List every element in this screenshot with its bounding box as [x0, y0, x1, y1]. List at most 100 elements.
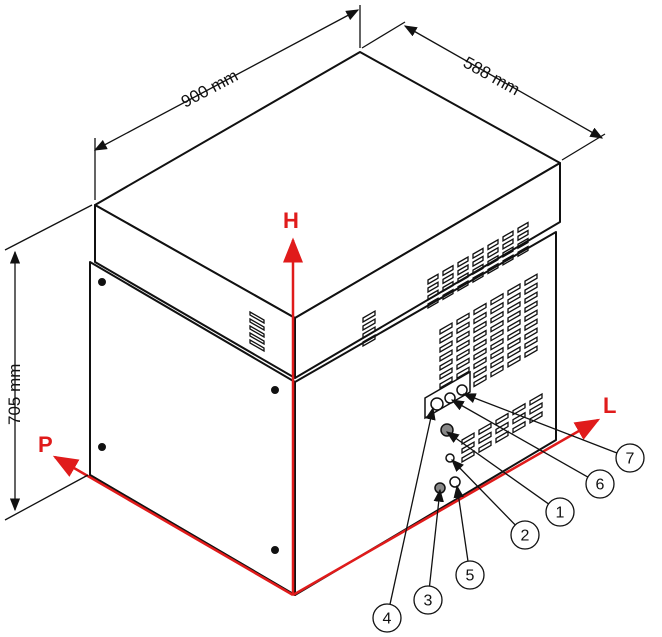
vent-slot: [457, 271, 469, 284]
callout-number: 3: [424, 593, 433, 610]
vent-slot: [249, 338, 265, 353]
vent-slot: [502, 254, 514, 266]
vent-slot: [507, 318, 521, 333]
width-dimension: 900 mm: [178, 66, 241, 112]
callout-6: 6: [450, 399, 615, 499]
leader-line: [389, 406, 436, 605]
vent-slot: [457, 263, 469, 276]
vent-slot: [442, 288, 454, 301]
vent-slot: [473, 311, 487, 325]
callout-number: 4: [383, 611, 392, 628]
vent-slot: [524, 282, 538, 296]
axis-l: [292, 418, 601, 597]
vent-slot: [473, 347, 487, 361]
vent-slot: [490, 301, 504, 315]
vent-slot: [472, 263, 484, 276]
vent-slot: [478, 431, 492, 445]
vent-slot: [362, 317, 376, 332]
callout-circle: [372, 603, 402, 633]
vent-slot: [529, 392, 543, 407]
leader-line: [451, 459, 516, 526]
vent-slot: [517, 229, 529, 242]
vent-slot: [512, 420, 526, 434]
callout-5: 5: [453, 484, 485, 590]
vent-slot: [439, 321, 453, 336]
callout-circle: [545, 497, 575, 527]
top-right-face: [294, 162, 561, 379]
vent-slot: [490, 346, 504, 360]
vent-slot: [495, 421, 509, 435]
vent-slot: [490, 355, 504, 369]
vent-slot: [427, 281, 439, 294]
vent-slot: [439, 348, 453, 363]
vent-slot: [502, 246, 514, 258]
vent-slot: [524, 291, 538, 305]
leader-line: [445, 431, 549, 505]
axis-h-label: H: [283, 208, 299, 233]
vent-slot: [472, 247, 484, 260]
vent-slot: [495, 412, 509, 426]
callout-1: 1: [445, 431, 575, 527]
vent-slot: [524, 309, 538, 323]
callout-3: 3: [413, 488, 444, 615]
vent-slot: [502, 238, 514, 250]
vent-slot: [473, 374, 487, 388]
callout-number: 2: [521, 528, 530, 545]
callout-4: 4: [372, 406, 436, 633]
vent-slot: [439, 339, 453, 354]
vent-slot: [490, 328, 504, 342]
vent-slot: [473, 302, 487, 316]
vent-slot: [473, 329, 487, 343]
vent-slot: [472, 271, 484, 284]
vent-slot: [439, 330, 453, 345]
vent-slot: [249, 331, 265, 346]
vent-slot: [495, 430, 509, 444]
vent-slot: [442, 264, 454, 277]
vent-slot: [456, 339, 470, 353]
vent-slot: [529, 401, 543, 416]
vent-slot: [427, 273, 439, 286]
axis-p-label: P: [38, 432, 53, 457]
vent-slot: [529, 410, 543, 425]
leader-line: [462, 393, 618, 454]
vent-slot: [507, 345, 521, 360]
vent-slot: [478, 422, 492, 436]
vent-slot: [487, 254, 499, 267]
vent-slot: [507, 336, 521, 351]
vent-slot: [507, 291, 521, 306]
vent-slot: [439, 375, 453, 390]
vent-slot: [507, 354, 521, 369]
vent-slot: [249, 317, 265, 332]
leader-line: [453, 484, 469, 562]
vent-slot: [249, 310, 265, 325]
vent-slot: [427, 289, 439, 302]
vent-slot: [524, 336, 538, 350]
vent-slot: [473, 365, 487, 379]
vent-slot: [456, 312, 470, 326]
callout-circle: [615, 443, 645, 473]
callout-2: 2: [451, 459, 540, 550]
callouts: 12 3 4 567: [372, 393, 645, 633]
callout-7: 7: [462, 393, 645, 473]
vent-slot: [457, 255, 469, 268]
vent-slot: [512, 411, 526, 425]
vent-slot: [362, 309, 376, 324]
vent-slot: [473, 320, 487, 334]
vent-slot: [517, 237, 529, 250]
callout-number: 7: [626, 451, 635, 468]
vent-slot: [517, 245, 529, 258]
vent-slot: [456, 330, 470, 344]
vent-slot: [473, 338, 487, 352]
vent-slot: [507, 282, 521, 297]
vent-slot: [487, 238, 499, 251]
vent-slot: [487, 262, 499, 275]
callout-circle: [510, 520, 540, 550]
height-dimension: 705 mm: [5, 364, 24, 425]
vent-slot: [249, 324, 265, 339]
vent-slot: [456, 366, 470, 380]
vent-slot: [442, 272, 454, 285]
vent-slot: [524, 318, 538, 332]
vent-slot: [524, 327, 538, 341]
axes: [52, 237, 601, 597]
